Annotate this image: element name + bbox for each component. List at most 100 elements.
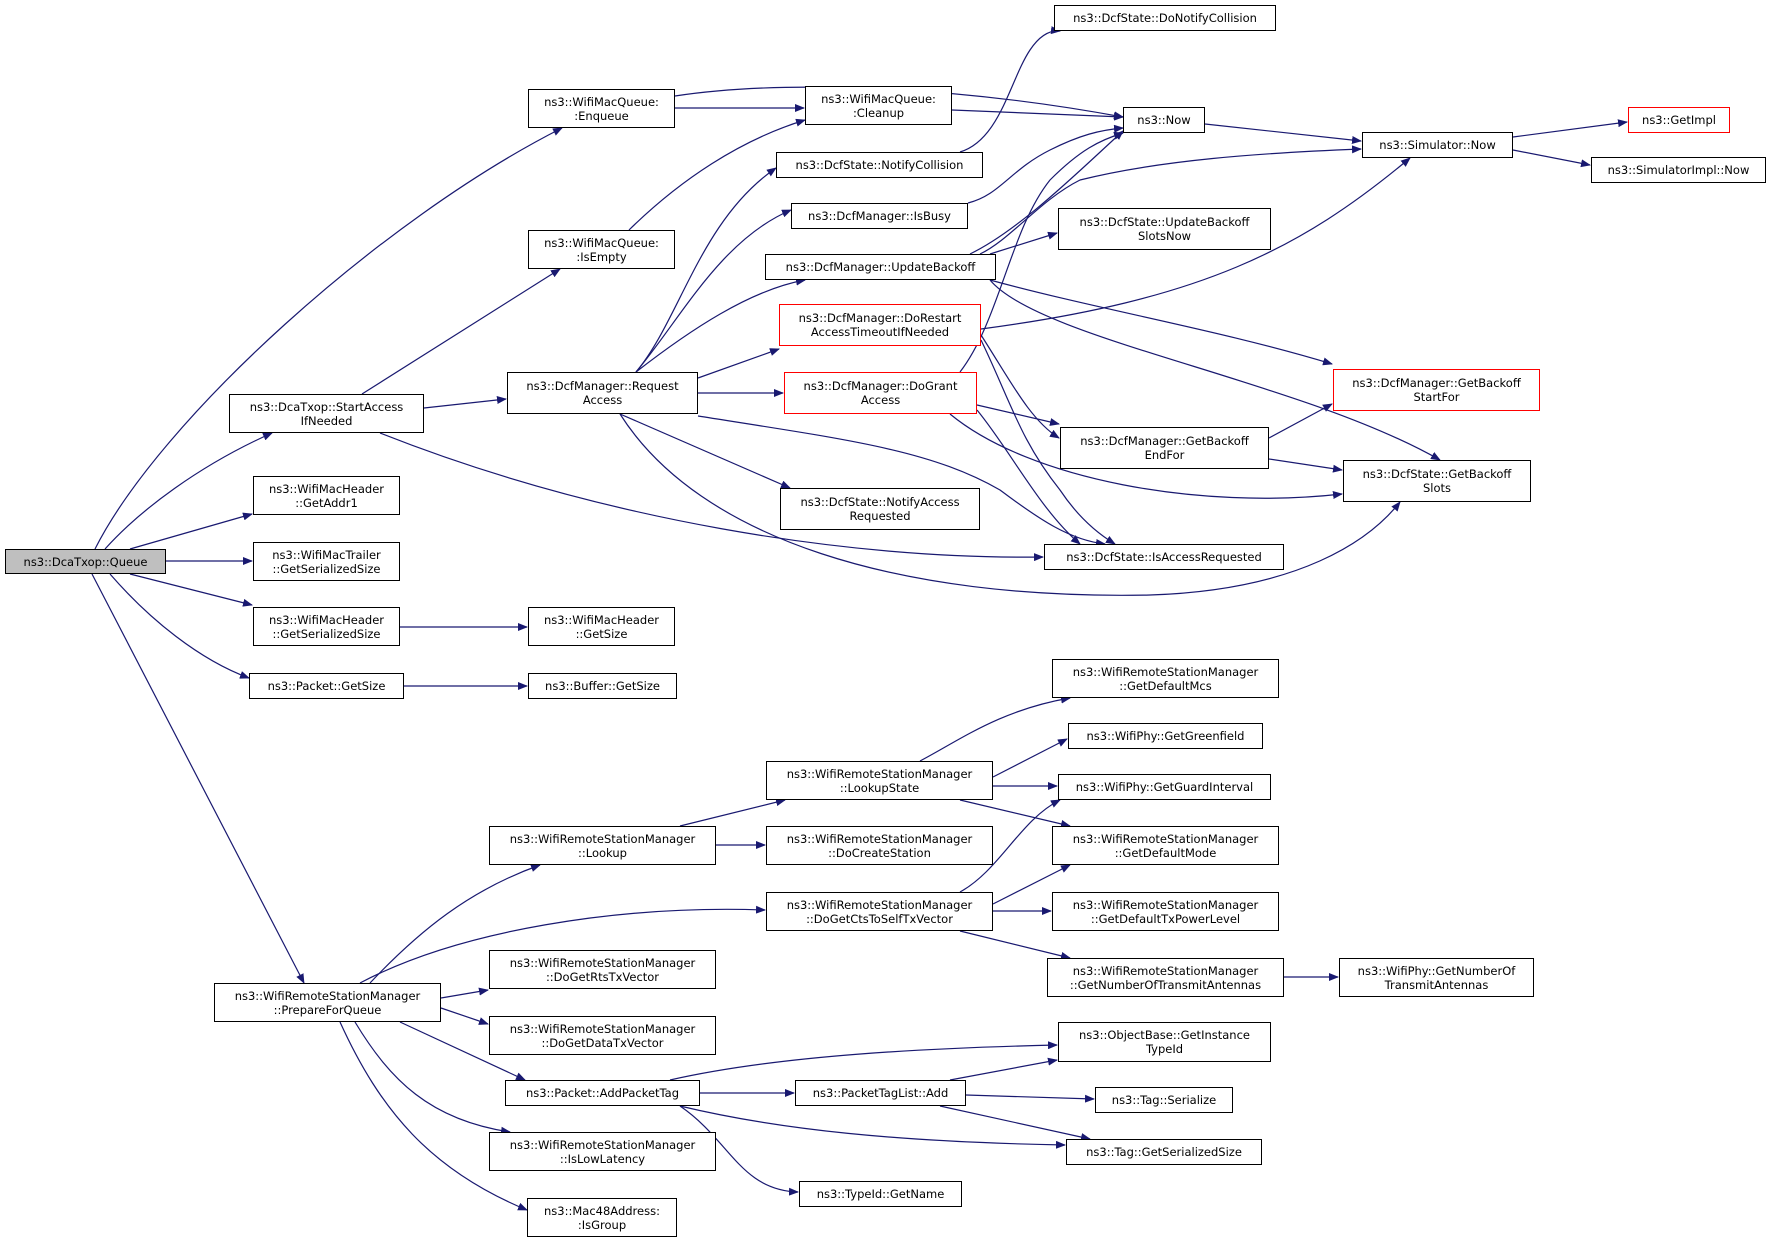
node-lookupstate[interactable]: ns3::WifiRemoteStationManager::LookupSta… [766,761,993,800]
node-notifycollision[interactable]: ns3::DcfState::NotifyCollision [776,152,983,178]
node-simulator-now[interactable]: ns3::Simulator::Now [1362,132,1513,158]
node-donotifycollision[interactable]: ns3::DcfState::DoNotifyCollision [1054,5,1276,31]
node-tag-serialize[interactable]: ns3::Tag::Serialize [1095,1087,1233,1113]
node-isbusy[interactable]: ns3::DcfManager::IsBusy [791,203,968,229]
call-edge [976,409,1081,545]
node-label: ::PrepareForQueue [273,1002,382,1017]
node-islowlatency[interactable]: ns3::WifiRemoteStationManager::IsLowLate… [489,1132,716,1171]
node-dogetrtstxvector[interactable]: ns3::WifiRemoteStationManager::DoGetRtsT… [489,950,716,989]
node-label: ns3::WifiRemoteStationManager [786,766,973,781]
call-edge [669,1041,1058,1081]
node-addpackettag[interactable]: ns3::Packet::AddPacketTag [505,1080,700,1106]
call-edge [359,905,766,984]
call-edge [1512,149,1591,168]
node-packet-getsize[interactable]: ns3::Packet::GetSize [249,673,404,699]
node-label: ns3::DcfManager::UpdateBackoff [785,260,976,274]
node-label: TransmitAntennas [1384,977,1489,992]
call-edge [989,279,1333,366]
node-isaccessrequested[interactable]: ns3::DcfState::IsAccessRequested [1044,544,1284,570]
node-label: Access [582,393,623,407]
node-label: ns3::WifiMacQueue: [821,91,936,106]
node-label: ns3::Simulator::Now [1379,138,1496,152]
call-edge [619,413,791,489]
node-getdefaulttxpowerlevel[interactable]: ns3::WifiRemoteStationManager::GetDefaul… [1052,892,1279,931]
node-label: ns3::DcfState::UpdateBackoff [1079,215,1250,229]
call-edge [992,738,1068,778]
node-label: ns3::DcfManager::DoRestart [798,311,962,325]
node-cleanup[interactable]: ns3::WifiMacQueue::Cleanup [805,86,952,125]
node-prepareforqueue[interactable]: ns3::WifiRemoteStationManager::PrepareFo… [214,983,441,1022]
node-label: EndFor [1144,448,1185,462]
node-label: ::GetNumberOfTransmitAntennas [1069,977,1262,992]
node-getdefaultmcs[interactable]: ns3::WifiRemoteStationManager::GetDefaul… [1052,659,1279,698]
node-label: ns3::WifiRemoteStationManager [234,988,421,1003]
node-label: :Cleanup [852,105,905,120]
node-label: ns3::Now [1137,113,1191,127]
call-edge [939,1105,1091,1141]
node-packettaglist-add[interactable]: ns3::PacketTagList::Add [795,1080,966,1106]
node-label: ns3::WifiRemoteStationManager [786,831,973,846]
node-tag-getserializedsize[interactable]: ns3::Tag::GetSerializedSize [1066,1139,1262,1165]
call-edge [951,109,1124,121]
call-edge [1268,403,1333,439]
node-getdefaultmode[interactable]: ns3::WifiRemoteStationManager::GetDefaul… [1052,826,1279,865]
call-edge [354,1021,511,1135]
call-edge [697,415,1106,547]
node-label: ns3::WifiRemoteStationManager [509,831,696,846]
node-label: ns3::WifiMacQueue: [544,235,659,250]
node-enqueue[interactable]: ns3::WifiMacQueue::Enqueue [528,89,675,128]
node-label: ns3::DcfState::IsAccessRequested [1066,550,1262,564]
node-simulatorimpl-now[interactable]: ns3::SimulatorImpl::Now [1591,157,1766,183]
call-edge [980,334,1060,439]
node-getaddr1[interactable]: ns3::WifiMacHeader::GetAddr1 [253,476,400,515]
node-label: ::GetDefaultTxPowerLevel [1090,911,1241,926]
node-typeid-getname[interactable]: ns3::TypeId::GetName [799,1181,962,1207]
call-edge [959,799,1071,828]
call-edge [361,268,561,395]
node-now[interactable]: ns3::Now [1123,107,1205,133]
call-edge [91,573,305,984]
node-trailer-serialized-size[interactable]: ns3::WifiMacTrailer::GetSerializedSize [253,542,400,581]
node-label: ns3::WifiRemoteStationManager [509,1021,696,1036]
call-edge [635,167,777,373]
node-dogetdatatxvector[interactable]: ns3::WifiRemoteStationManager::DoGetData… [489,1016,716,1055]
call-edge [969,130,1124,255]
node-lookup[interactable]: ns3::WifiRemoteStationManager::Lookup [489,826,716,865]
node-isempty[interactable]: ns3::WifiMacQueue::IsEmpty [528,230,675,269]
node-buffer-getsize[interactable]: ns3::Buffer::GetSize [528,673,677,699]
call-edge [965,1094,1095,1103]
call-edge [679,1105,799,1196]
node-getimpl[interactable]: ns3::GetImpl [1628,107,1730,133]
node-label: ns3::Tag::Serialize [1111,1093,1217,1107]
node-header-getsize[interactable]: ns3::WifiMacHeader::GetSize [528,607,675,646]
node-label: ns3::WifiMacTrailer [272,547,381,562]
node-getnumberoftransmitantennas[interactable]: ns3::WifiRemoteStationManager::GetNumber… [1047,958,1284,997]
node-getgreenfield[interactable]: ns3::WifiPhy::GetGreenfield [1068,723,1263,749]
node-label: ns3::DcaTxop::StartAccess [249,399,404,414]
node-updatebackoff[interactable]: ns3::DcfManager::UpdateBackoff [765,254,996,280]
node-header-serialized-size[interactable]: ns3::WifiMacHeader::GetSerializedSize [253,607,400,646]
node-label: ns3::DcfManager::GetBackoff [1352,376,1521,390]
node-doctstoselftxvector[interactable]: ns3::WifiRemoteStationManager::DoGetCtsT… [766,892,993,931]
node-label: ns3::Packet::GetSize [267,679,386,693]
node-label: StartFor [1413,390,1460,404]
node-docreatestation[interactable]: ns3::WifiRemoteStationManager::DoCreateS… [766,826,993,865]
node-isgroup[interactable]: ns3::Mac48Address::IsGroup [527,1198,677,1237]
node-label: :IsEmpty [576,249,627,264]
node-getguardinterval[interactable]: ns3::WifiPhy::GetGuardInterval [1058,774,1271,800]
node-label: ns3::WifiRemoteStationManager [1072,897,1259,912]
node-label: ns3::SimulatorImpl::Now [1607,163,1750,177]
node-label: ns3::WifiMacHeader [543,612,660,627]
node-label: Access [860,393,901,407]
